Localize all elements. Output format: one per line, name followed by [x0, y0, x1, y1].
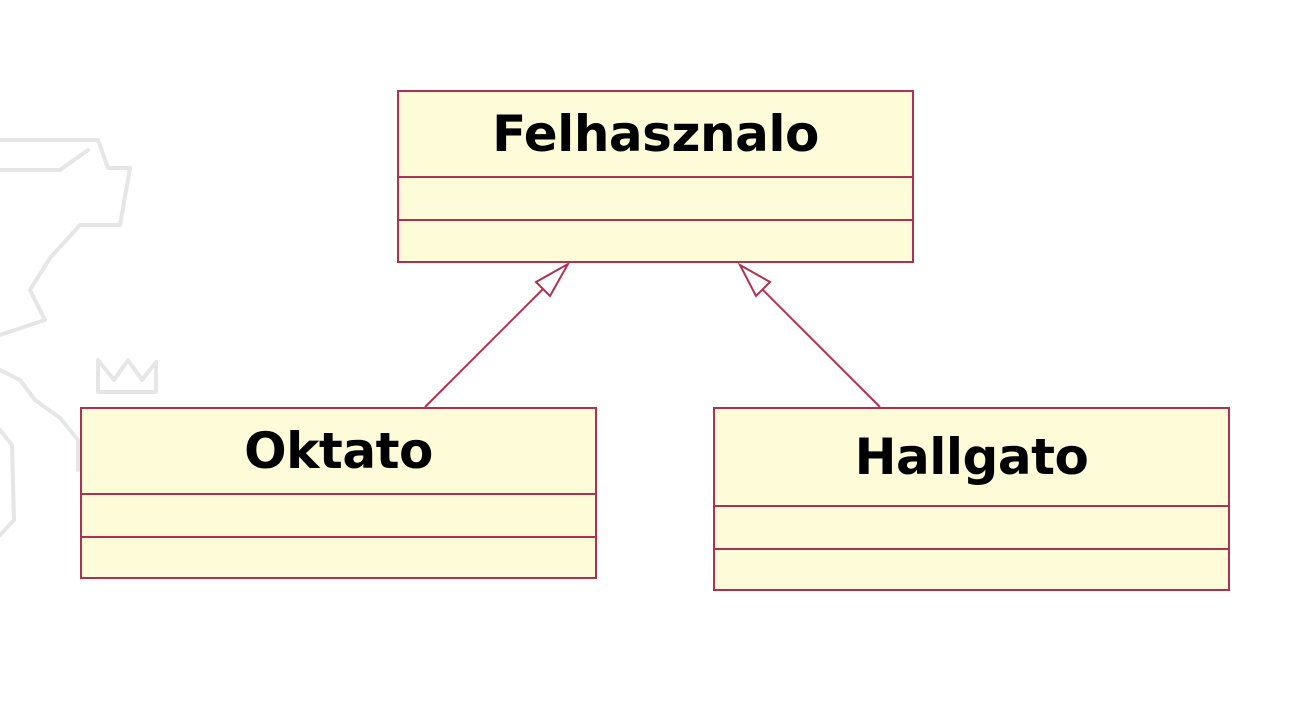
operations-compartment — [399, 221, 912, 264]
operations-compartment — [715, 550, 1228, 593]
class-name: Oktato — [82, 409, 595, 495]
inheritance-arrowhead-icon — [534, 261, 571, 298]
class-box-felhasznalo[interactable]: Felhasznalo — [397, 90, 914, 263]
class-box-oktato[interactable]: Oktato — [80, 407, 597, 579]
inheritance-arrowhead-icon — [737, 262, 772, 298]
class-name: Hallgato — [715, 409, 1228, 507]
operations-compartment — [82, 538, 595, 581]
attributes-compartment — [399, 178, 912, 221]
edge-hallgato-to-felhasznalo — [755, 282, 881, 408]
edge-oktato-to-felhasznalo — [424, 281, 551, 408]
class-name: Felhasznalo — [399, 92, 912, 178]
class-box-hallgato[interactable]: Hallgato — [713, 407, 1230, 591]
attributes-compartment — [82, 495, 595, 538]
attributes-compartment — [715, 507, 1228, 550]
university-crest-watermark-icon — [0, 138, 158, 537]
generalization-edges — [424, 261, 881, 408]
